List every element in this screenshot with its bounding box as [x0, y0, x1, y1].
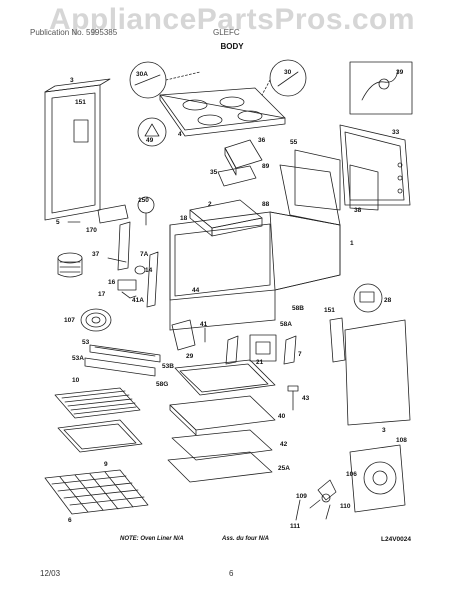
note-four: Ass. du four N/A: [222, 536, 270, 542]
callout-109: 109: [296, 493, 307, 500]
section-title: BODY: [220, 42, 244, 51]
model-code: GLEFC: [213, 28, 240, 37]
callout-17: 17: [98, 291, 106, 298]
oven-rack: [44, 469, 149, 515]
callout-53: 53: [82, 339, 90, 346]
callout-53a: 53A: [72, 355, 84, 362]
callout-4: 4: [178, 131, 182, 138]
callout-5: 5: [56, 219, 60, 226]
callout-150: 150: [138, 197, 149, 204]
switch-21-box: [249, 334, 277, 362]
sensor-29: [171, 319, 196, 351]
callout-16: 16: [108, 279, 116, 286]
callout-44: 44: [192, 287, 200, 294]
hinge-brackets: [204, 327, 297, 365]
detail-30-circle: [261, 59, 307, 97]
oven-body-frame: [169, 164, 341, 331]
drawer-rails: [84, 344, 161, 377]
oven-bottom-panels: [167, 359, 276, 483]
callout-58a: 58A: [280, 321, 292, 328]
callout-10: 10: [72, 377, 80, 384]
callout-6: 6: [68, 517, 72, 524]
note-oven-liner: NOTE: Oven Liner N/A: [120, 536, 184, 542]
callout-39: 39: [396, 69, 404, 76]
callout-53b: 53B: [162, 363, 174, 370]
callout-36: 36: [258, 137, 266, 144]
callout-25a: 25A: [278, 465, 290, 472]
callout-21: 21: [256, 359, 264, 366]
misc-fittings: [107, 257, 146, 299]
side-bracket-left: [117, 221, 159, 308]
right-side-panel: [329, 317, 411, 426]
transformer-coil: [57, 252, 83, 278]
callout-37: 37: [92, 251, 100, 258]
callout-111: 111: [290, 523, 301, 530]
callout-58b: 58B: [292, 305, 304, 312]
burner-box: [189, 199, 263, 237]
callout-42: 42: [280, 441, 288, 448]
page-header: Publication No. 5995385 GLEFC: [30, 28, 420, 37]
publication-number: Publication No. 5995385: [30, 28, 118, 37]
callout-58g: 58G: [156, 381, 168, 388]
callout-1: 1: [350, 240, 354, 247]
rear-shield: [294, 149, 379, 211]
cooktop-panel: [159, 87, 286, 137]
convection-motor-assembly: [295, 444, 406, 521]
callout-18: 18: [180, 215, 188, 222]
callout-7: 7: [298, 351, 302, 358]
callout-43: 43: [302, 395, 310, 402]
callout-3-left: 3: [70, 77, 74, 84]
rear-panel: [339, 124, 411, 206]
detail-30a-circle: [129, 61, 201, 99]
callout-30a: 30A: [136, 71, 148, 78]
detail-49-circle: [137, 117, 167, 147]
diagram-code: L24V0024: [381, 536, 411, 543]
callout-106: 106: [346, 471, 357, 478]
callout-55: 55: [290, 139, 298, 146]
callout-33: 33: [392, 129, 400, 136]
callout-89: 89: [262, 163, 270, 170]
callout-41a: 41A: [132, 297, 144, 304]
callout-29: 29: [186, 353, 194, 360]
callout-2: 2: [208, 201, 212, 208]
callout-7a: 7A: [140, 251, 149, 258]
callout-151-left: 151: [75, 99, 86, 106]
callout-151-right: 151: [324, 307, 335, 314]
broil-pan: [57, 419, 143, 453]
callout-107: 107: [64, 317, 75, 324]
vent-assembly: [217, 139, 263, 187]
footer-date: 12/03: [40, 569, 61, 578]
callout-88: 88: [262, 201, 270, 208]
callout-49: 49: [146, 137, 154, 144]
broil-pan-insert: [54, 387, 141, 419]
callout-14: 14: [145, 267, 153, 274]
callout-3-right: 3: [382, 427, 386, 434]
screw-43: [287, 385, 299, 411]
callout-40: 40: [278, 413, 286, 420]
callout-30: 30: [284, 69, 292, 76]
detail-28-circle: [353, 283, 383, 313]
small-hardware: [67, 196, 155, 226]
footer-page-number: 6: [229, 569, 234, 578]
callout-38: 38: [354, 207, 362, 214]
callout-35: 35: [210, 169, 218, 176]
callout-170: 170: [86, 227, 97, 234]
callout-41: 41: [200, 321, 208, 328]
callout-108: 108: [396, 437, 407, 444]
callout-9: 9: [104, 461, 108, 468]
callout-110: 110: [340, 503, 351, 510]
convection-fan-107: [80, 308, 112, 332]
callout-28: 28: [384, 297, 392, 304]
detail-39-box: [349, 61, 413, 115]
watermark: AppliancePartsPros.com: [48, 3, 416, 36]
